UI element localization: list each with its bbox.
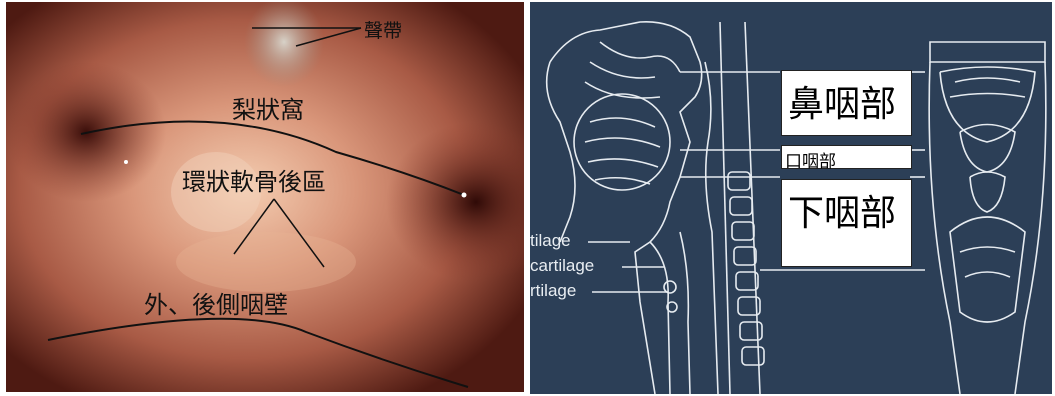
label-postcricoid-area: 環狀軟骨後區 — [182, 162, 326, 197]
box-hypopharynx: 下咽部 — [781, 179, 912, 267]
label-cartilage: cartilage — [530, 256, 594, 276]
label-pyriform-sinus: 梨狀窩 — [232, 90, 304, 125]
box-oropharynx: 口咽部 — [781, 145, 912, 169]
label-tilage: tilage — [530, 231, 571, 251]
label-vocal-cords: 聲帶 — [364, 16, 402, 43]
label-hypopharynx: 下咽部 — [788, 184, 896, 236]
label-nasopharynx: 鼻咽部 — [788, 75, 896, 127]
label-rtilage: rtilage — [530, 281, 576, 301]
endoscopy-image — [6, 2, 524, 392]
label-oropharynx: 口咽部 — [785, 147, 836, 172]
anatomy-diagram: 鼻咽部 口咽部 下咽部 tilage cartilage rtilage — [530, 2, 1052, 394]
endoscopy-photo: 聲帶 梨狀窩 環狀軟骨後區 外、後側咽壁 — [6, 2, 524, 392]
box-nasopharynx: 鼻咽部 — [781, 70, 912, 136]
label-posterior-lateral-wall: 外、後側咽壁 — [144, 285, 288, 320]
